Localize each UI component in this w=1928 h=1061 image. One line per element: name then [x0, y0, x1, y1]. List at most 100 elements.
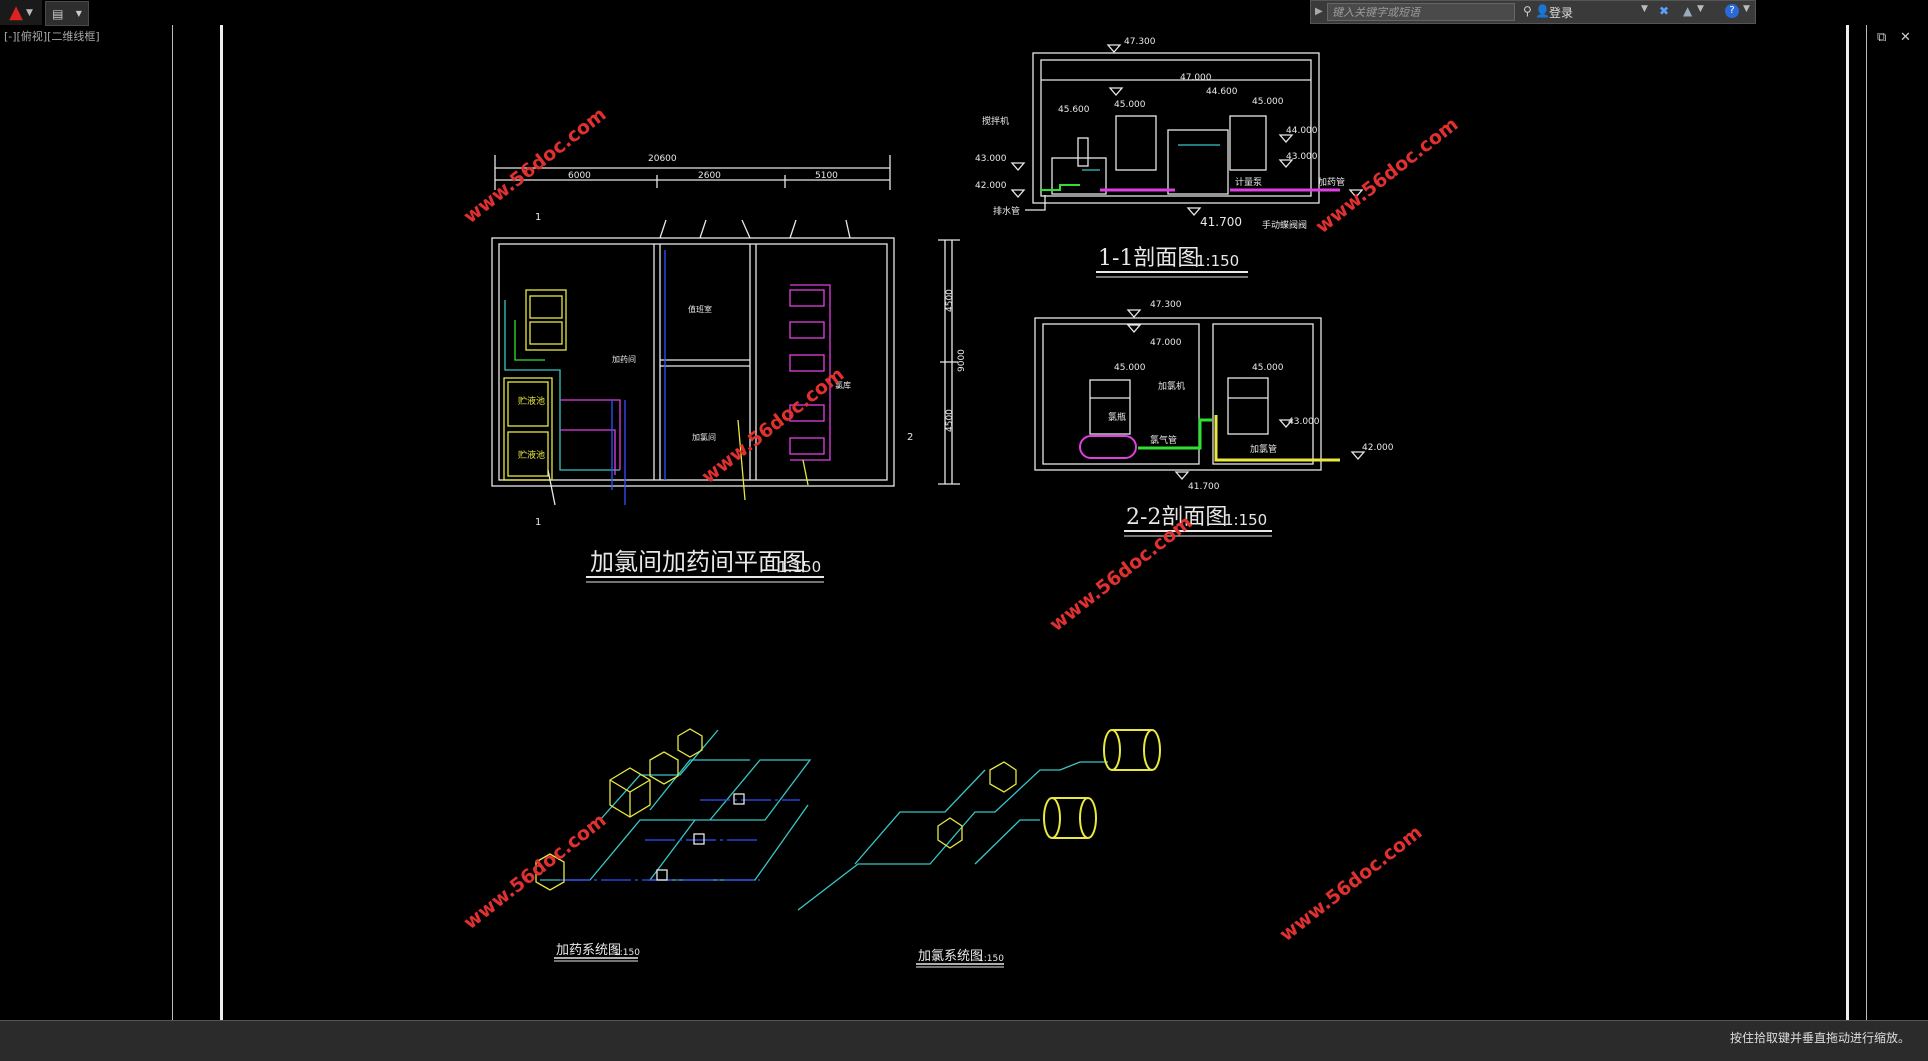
login-button[interactable]: 登录 — [1549, 6, 1574, 20]
plan-annotations: 20600 6000 2600 5100 加药间 值班室 加氯间 氯库 贮液池 … — [518, 154, 913, 528]
drawing-scale: 1:150 — [978, 954, 1004, 964]
chevron-down-icon: ▼ — [25, 7, 33, 18]
pipe-label: 加氯管 — [1250, 443, 1277, 455]
elevation-text: 43.000 — [1288, 417, 1320, 427]
chlorine-system-diagram — [797, 729, 1161, 911]
drawing-scale: 1:150 — [778, 558, 821, 576]
section-1-1-title: 1-1剖面图 1:150 — [1096, 246, 1248, 278]
equipment-label: 加氯机 — [1158, 380, 1185, 392]
room-label: 氯库 — [835, 380, 851, 390]
dimension-text: 4500 — [945, 409, 955, 432]
watermark-text: www.56doc.com — [698, 363, 849, 488]
watermark-text: www.56doc.com — [1276, 821, 1427, 946]
elevation-text: 45.600 — [1058, 105, 1090, 115]
elevation-text: 47.300 — [1150, 300, 1182, 310]
elevation-text: 43.000 — [975, 154, 1007, 164]
room-label: 值班室 — [688, 304, 712, 314]
chevron-down-icon[interactable]: ▼ — [75, 9, 82, 18]
expand-arrow-icon[interactable]: ▶ — [1315, 6, 1323, 17]
close-window-icon[interactable]: ✕ — [1900, 30, 1911, 45]
restore-window-icon[interactable]: ⧉ — [1877, 30, 1887, 45]
watermark-text: www.56doc.com — [1312, 113, 1463, 238]
drawing-title: 加药系统图 — [556, 943, 621, 958]
section-2-2 — [1034, 309, 1366, 480]
valve-label: 手动蝶阀阀 — [1262, 219, 1307, 231]
dimension-text: 4500 — [945, 289, 955, 312]
frame-line — [1866, 25, 1867, 1020]
plan-drawing — [491, 155, 960, 506]
elevation-text: 45.000 — [1114, 100, 1146, 110]
section-1-1-annotations: 47.300 47.000 45.600 45.000 44.600 45.00… — [975, 37, 1345, 231]
section-marker: 1 — [535, 517, 541, 528]
binoculars-icon[interactable]: ⚲ — [1523, 4, 1532, 18]
room-label: 加氯间 — [692, 432, 716, 442]
equipment-label: 搅拌机 — [982, 115, 1009, 127]
plan-vertical-dims: 9000 4500 4500 — [945, 289, 967, 432]
elevation-text: 44.000 — [1286, 126, 1318, 136]
elevation-text: 47.000 — [1150, 338, 1182, 348]
equipment-label: 氯瓶 — [1108, 411, 1126, 423]
plan-title: 加氯间加药间平面图 1:150 — [586, 548, 824, 583]
stay-connected-icon[interactable]: ▲ — [1683, 4, 1693, 18]
section-marker: 2 — [907, 432, 913, 443]
elevation-text: 42.000 — [975, 181, 1007, 191]
dimension-text: 5100 — [815, 171, 838, 181]
document-icon[interactable]: ▤ — [52, 6, 64, 21]
chlorine-system-title: 加氯系统图 1:150 — [916, 949, 1004, 968]
user-icon: 👤 — [1535, 4, 1550, 18]
elevation-text: 41.700 — [1188, 482, 1220, 492]
quick-access-toolbar[interactable]: ▤ ▼ — [45, 1, 89, 26]
watermark-text: www.56doc.com — [460, 103, 611, 228]
elevation-text: 41.700 — [1200, 215, 1242, 229]
frame-line — [220, 25, 223, 1020]
status-message: 按住拾取键并垂直拖动进行缩放。 — [1729, 1031, 1910, 1045]
dimension-text: 20600 — [648, 154, 677, 164]
viewport-controls-label[interactable]: [-][俯视][二维线框] — [4, 30, 100, 43]
help-icon[interactable]: ? — [1725, 4, 1739, 18]
exchange-icon[interactable]: ✖ — [1659, 4, 1670, 18]
pipe-label: 氯气管 — [1150, 434, 1177, 446]
elevation-text: 45.000 — [1252, 363, 1284, 373]
drawing-title: 加氯间加药间平面图 — [590, 548, 806, 576]
room-label: 加药间 — [612, 354, 636, 364]
infocenter-toolbar: ▶ ⚲ 👤 登录 ▼ ✖ ▲ ▼ ? ▼ — [1310, 0, 1756, 24]
chevron-down-icon[interactable]: ▼ — [1697, 4, 1704, 14]
section-2-2-annotations: 47.300 47.000 45.000 45.000 43.000 42.00… — [1108, 300, 1394, 492]
elevation-text: 47.300 — [1124, 37, 1156, 47]
title-bar: ▲▼ ▤ ▼ ▶ ⚲ 👤 登录 ▼ ✖ ▲ ▼ ? ▼ — [0, 0, 1928, 26]
dimension-text: 2600 — [698, 171, 721, 181]
status-bar: 按住拾取键并垂直拖动进行缩放。 — [0, 1020, 1928, 1061]
drawing-title: 2-2剖面图 — [1126, 505, 1227, 530]
pipe-label: 排水管 — [993, 205, 1020, 217]
elevation-text: 45.000 — [1252, 97, 1284, 107]
watermark-text: www.56doc.com — [460, 809, 611, 934]
dosing-system-diagram — [535, 728, 812, 891]
elevation-text: 43.000 — [1286, 152, 1318, 162]
dimension-text: 9000 — [957, 349, 967, 372]
dimension-text: 6000 — [568, 171, 591, 181]
drawing-title: 1-1剖面图 — [1098, 246, 1199, 271]
elevation-text: 42.000 — [1362, 443, 1394, 453]
application-menu-button[interactable]: ▲▼ — [0, 0, 42, 25]
drawing-scale: 1:150 — [1224, 511, 1267, 529]
equipment-label: 计量泵 — [1235, 176, 1262, 188]
watermark-text: www.56doc.com — [1046, 511, 1197, 636]
tank-label: 贮液池 — [518, 395, 545, 407]
pipe-label: 加药管 — [1318, 176, 1345, 188]
chevron-down-icon[interactable]: ▼ — [1641, 4, 1648, 14]
watermarks: www.56doc.com www.56doc.com www.56doc.co… — [460, 103, 1463, 946]
section-marker: 1 — [535, 212, 541, 223]
dosing-system-title: 加药系统图 1:150 — [554, 943, 640, 962]
section-2-2-title: 2-2剖面图 1:150 — [1124, 505, 1272, 537]
elevation-text: 47.000 — [1180, 73, 1212, 83]
search-input[interactable] — [1327, 3, 1515, 21]
chevron-down-icon[interactable]: ▼ — [1743, 4, 1750, 14]
drawing-scale: 1:150 — [1196, 252, 1239, 270]
frame-line — [172, 25, 173, 1020]
elevation-text: 44.600 — [1206, 87, 1238, 97]
drawing-canvas[interactable]: 20600 6000 2600 5100 加药间 值班室 加氯间 氯库 贮液池 … — [0, 0, 1928, 1020]
tank-label: 贮液池 — [518, 449, 545, 461]
section-1-1 — [1010, 44, 1364, 216]
frame-line — [1846, 25, 1849, 1020]
autocad-logo-icon: ▲ — [9, 2, 23, 23]
